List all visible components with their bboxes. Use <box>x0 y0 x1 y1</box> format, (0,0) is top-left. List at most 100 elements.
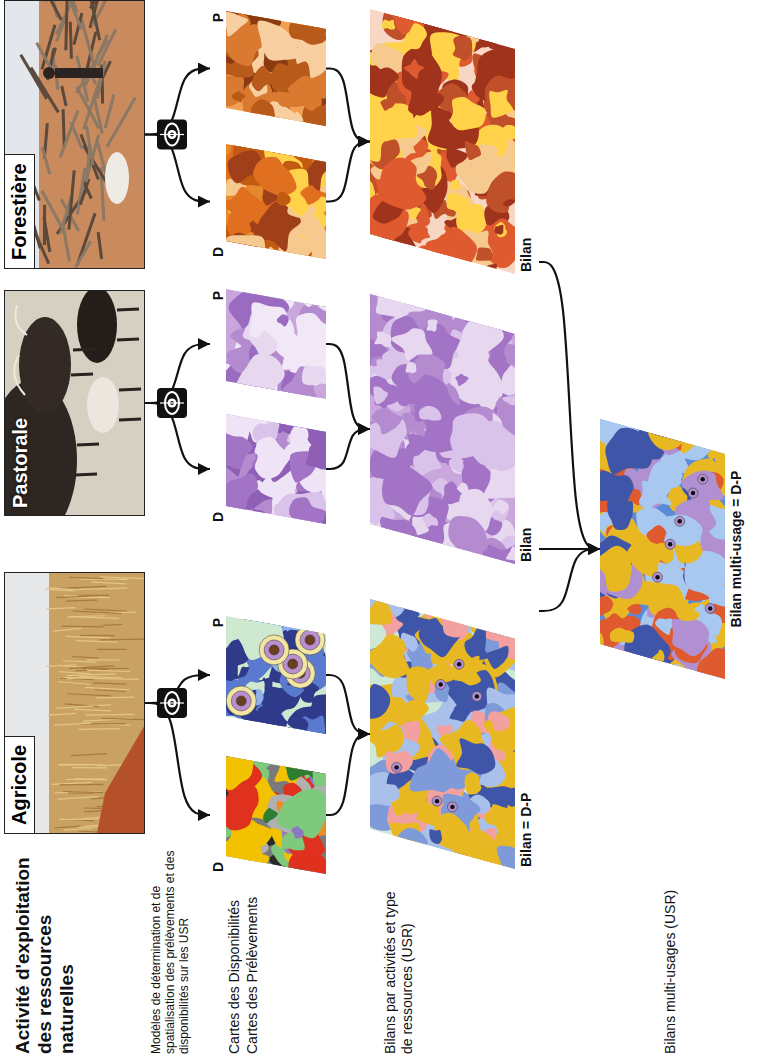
balance-label: Bilan <box>515 9 539 274</box>
map-patch <box>434 599 466 638</box>
map-patch <box>483 605 510 630</box>
map-dot <box>435 799 439 803</box>
activity-title: Pastorale <box>5 411 36 515</box>
map-letter: P <box>210 289 226 399</box>
map-patch <box>658 458 682 489</box>
map-patch <box>370 265 379 274</box>
map-patch <box>294 313 326 364</box>
map-patch <box>448 516 487 554</box>
balance-map: Bilan <box>370 9 539 274</box>
map-patch <box>456 738 495 774</box>
map-dot <box>450 805 454 809</box>
photo-wood <box>89 0 100 40</box>
activity-photo: Agricole <box>4 572 145 834</box>
photo-field <box>49 572 145 833</box>
map-patch <box>699 419 722 434</box>
map-patch <box>622 659 664 679</box>
map-patch <box>695 419 725 446</box>
photo-grass <box>58 682 91 684</box>
photo-grass <box>69 666 114 668</box>
map-dot <box>665 539 675 549</box>
map-patch <box>276 491 326 524</box>
map-patch <box>305 11 323 28</box>
photo-grass <box>72 656 98 658</box>
map-illustration <box>370 599 515 869</box>
photo-grass <box>63 661 96 662</box>
photo-leg <box>77 444 99 445</box>
photo-wood <box>69 170 74 229</box>
map-patch <box>382 784 399 802</box>
map-dot <box>457 662 461 666</box>
map-patch <box>600 546 632 592</box>
map-illustration <box>226 11 326 126</box>
map-patch <box>226 825 265 874</box>
photo-grass <box>67 694 111 696</box>
photo-grass <box>95 690 126 692</box>
map-patches <box>226 11 326 126</box>
map-patch <box>428 663 455 686</box>
map-illustration <box>370 9 515 274</box>
photo-grass <box>99 638 144 640</box>
map-patch <box>502 618 515 638</box>
map-patch <box>226 474 258 514</box>
photo-cattle <box>105 152 129 204</box>
map-patch <box>391 328 432 361</box>
map-patch <box>279 756 298 767</box>
map-patch <box>378 157 427 209</box>
resource-map: P <box>210 616 326 734</box>
map-patch <box>396 537 429 564</box>
photo-leg <box>75 474 97 475</box>
map-patch <box>370 557 376 564</box>
eye-axis <box>160 402 184 403</box>
resource-map: D <box>210 756 326 874</box>
map-patch <box>370 500 383 526</box>
map-ring <box>305 635 315 645</box>
photo-soil <box>97 723 145 833</box>
map-patch <box>294 414 318 426</box>
row-label: Bilans par activités et type de ressourc… <box>382 876 416 1054</box>
photo-grass <box>59 764 104 766</box>
map-patch <box>450 599 478 615</box>
activity-title: Agricole <box>5 736 35 833</box>
map-patch <box>435 294 479 312</box>
map-patch <box>467 9 485 20</box>
resource-map: D <box>210 144 326 259</box>
map-patch <box>291 826 303 838</box>
map-patch <box>238 860 251 872</box>
map-patch <box>418 257 433 274</box>
photo-grass <box>85 687 129 689</box>
map-patch <box>449 180 461 190</box>
map-illustration <box>370 294 515 564</box>
map-patches <box>226 756 326 874</box>
photo-grass <box>71 754 107 756</box>
photo-grass <box>84 609 127 611</box>
map-patch <box>302 289 326 307</box>
photo-grass <box>93 683 126 684</box>
map-patch <box>226 11 248 36</box>
map-patch <box>600 596 613 617</box>
photo-grass <box>63 791 103 792</box>
photo-wood <box>56 18 65 42</box>
photo-wood <box>62 86 66 106</box>
photo-grass <box>62 625 104 627</box>
map-patch <box>647 419 687 450</box>
eye-icon <box>157 688 187 718</box>
photo-leg <box>119 389 141 390</box>
photo-horn <box>14 305 27 395</box>
photo-grass <box>102 718 145 719</box>
map-ring <box>264 640 284 660</box>
photo-grass <box>67 674 116 676</box>
map-patch <box>394 828 427 860</box>
map-patch <box>432 294 451 308</box>
map-patch <box>682 425 695 441</box>
row-label: Cartes des Prélèvements <box>244 876 260 1054</box>
map-patch <box>286 706 326 734</box>
map-patches <box>370 294 515 564</box>
map-patch <box>485 264 498 274</box>
map-patch <box>381 98 396 111</box>
map-patch <box>632 641 659 663</box>
map-patch <box>446 256 459 269</box>
map-patch <box>392 840 408 856</box>
map-patch <box>496 397 510 414</box>
row-label: Modèles de détermination et de spatialis… <box>150 849 191 1054</box>
